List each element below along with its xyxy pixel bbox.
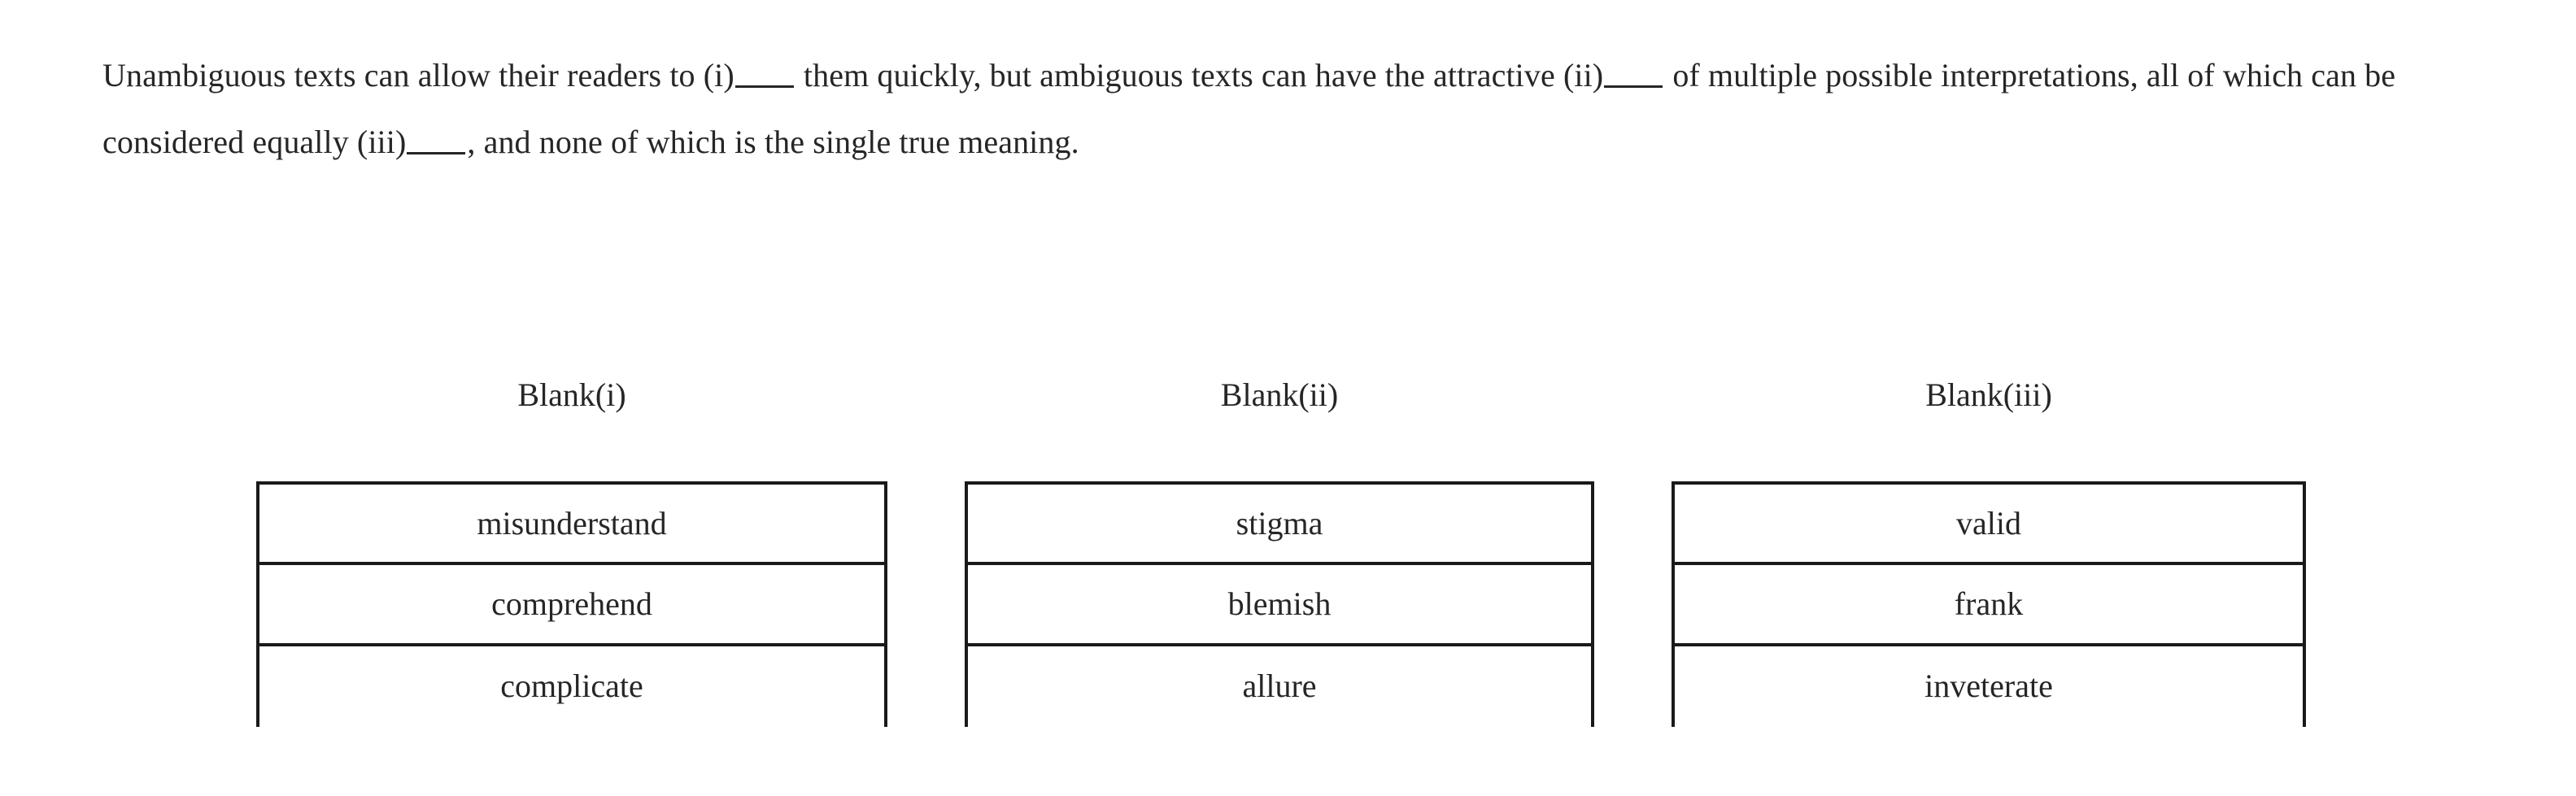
blank-heading-iii: Blank(iii) bbox=[1925, 376, 2052, 413]
answer-option-iii-1[interactable]: valid bbox=[1675, 485, 2303, 566]
answer-option-label: stigma bbox=[1236, 504, 1323, 542]
prompt-text-segment: , and none of which is the single true m… bbox=[467, 124, 1079, 160]
answer-option-i-3[interactable]: complicate bbox=[259, 646, 884, 727]
inline-blank-1 bbox=[734, 61, 794, 88]
answer-option-i-1[interactable]: misunderstand bbox=[259, 485, 884, 566]
answer-option-i-2[interactable]: comprehend bbox=[259, 565, 884, 646]
answer-option-ii-2[interactable]: blemish bbox=[968, 565, 1591, 646]
answer-option-label: blemish bbox=[1227, 585, 1332, 622]
answer-choices-blank-ii: stigma blemish allure bbox=[965, 481, 1594, 727]
answer-option-iii-2[interactable]: frank bbox=[1675, 565, 2303, 646]
answer-choices-blank-i: misunderstand comprehend complicate bbox=[256, 481, 887, 727]
answer-option-ii-3[interactable]: allure bbox=[968, 646, 1591, 727]
prompt-text-segment: them quickly, but ambiguous texts can ha… bbox=[795, 57, 1604, 94]
answer-option-label: inveterate bbox=[1924, 668, 2053, 705]
question-prompt: Unambiguous texts can allow their reader… bbox=[102, 42, 2478, 176]
answer-option-label: valid bbox=[1956, 504, 2021, 542]
inline-blank-3 bbox=[1604, 61, 1663, 88]
answer-option-label: comprehend bbox=[491, 585, 652, 622]
answer-option-label: complicate bbox=[500, 668, 643, 705]
prompt-text-segment: Unambiguous texts can allow their reader… bbox=[102, 57, 734, 94]
blank-heading-i: Blank(i) bbox=[517, 376, 626, 413]
inline-blank-5 bbox=[407, 128, 466, 154]
answer-option-ii-1[interactable]: stigma bbox=[968, 485, 1591, 566]
blank-heading-ii: Blank(ii) bbox=[1220, 376, 1339, 413]
prompt-text-segment: of multiple possible interpretations, al… bbox=[102, 57, 2396, 160]
answer-option-label: frank bbox=[1954, 585, 2024, 622]
answer-option-iii-3[interactable]: inveterate bbox=[1675, 646, 2303, 727]
answer-option-label: allure bbox=[1242, 668, 1317, 705]
answer-choices-blank-iii: valid frank inveterate bbox=[1672, 481, 2306, 727]
answer-option-label: misunderstand bbox=[477, 504, 667, 542]
